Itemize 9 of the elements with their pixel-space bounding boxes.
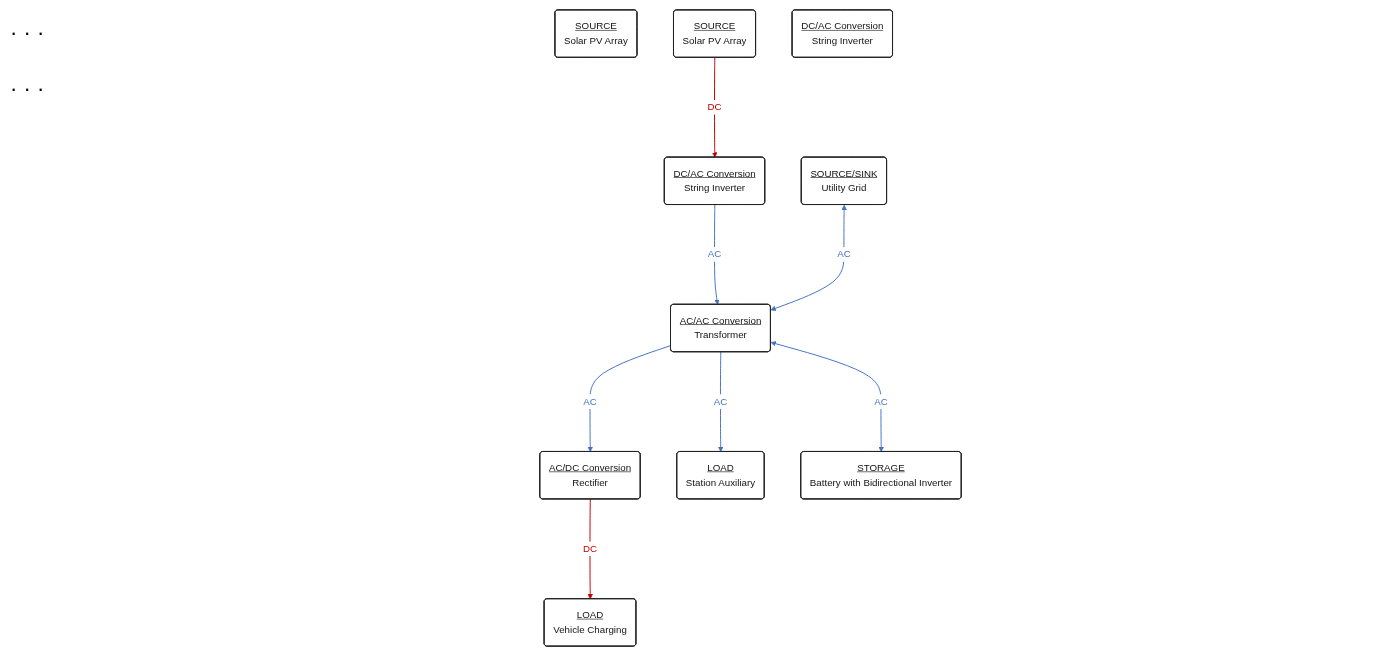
edge-label: AC [713,396,728,407]
edge-label: AC [874,396,888,407]
edge-label: AC [837,248,851,260]
edge-label: AC [583,396,597,407]
ellipsis-text: · · · [10,20,46,46]
edge-label: DC [707,101,722,113]
ellipsis-text: · · · [10,76,46,102]
edge-label: AC [707,248,722,260]
edge-label: DC [582,543,598,554]
